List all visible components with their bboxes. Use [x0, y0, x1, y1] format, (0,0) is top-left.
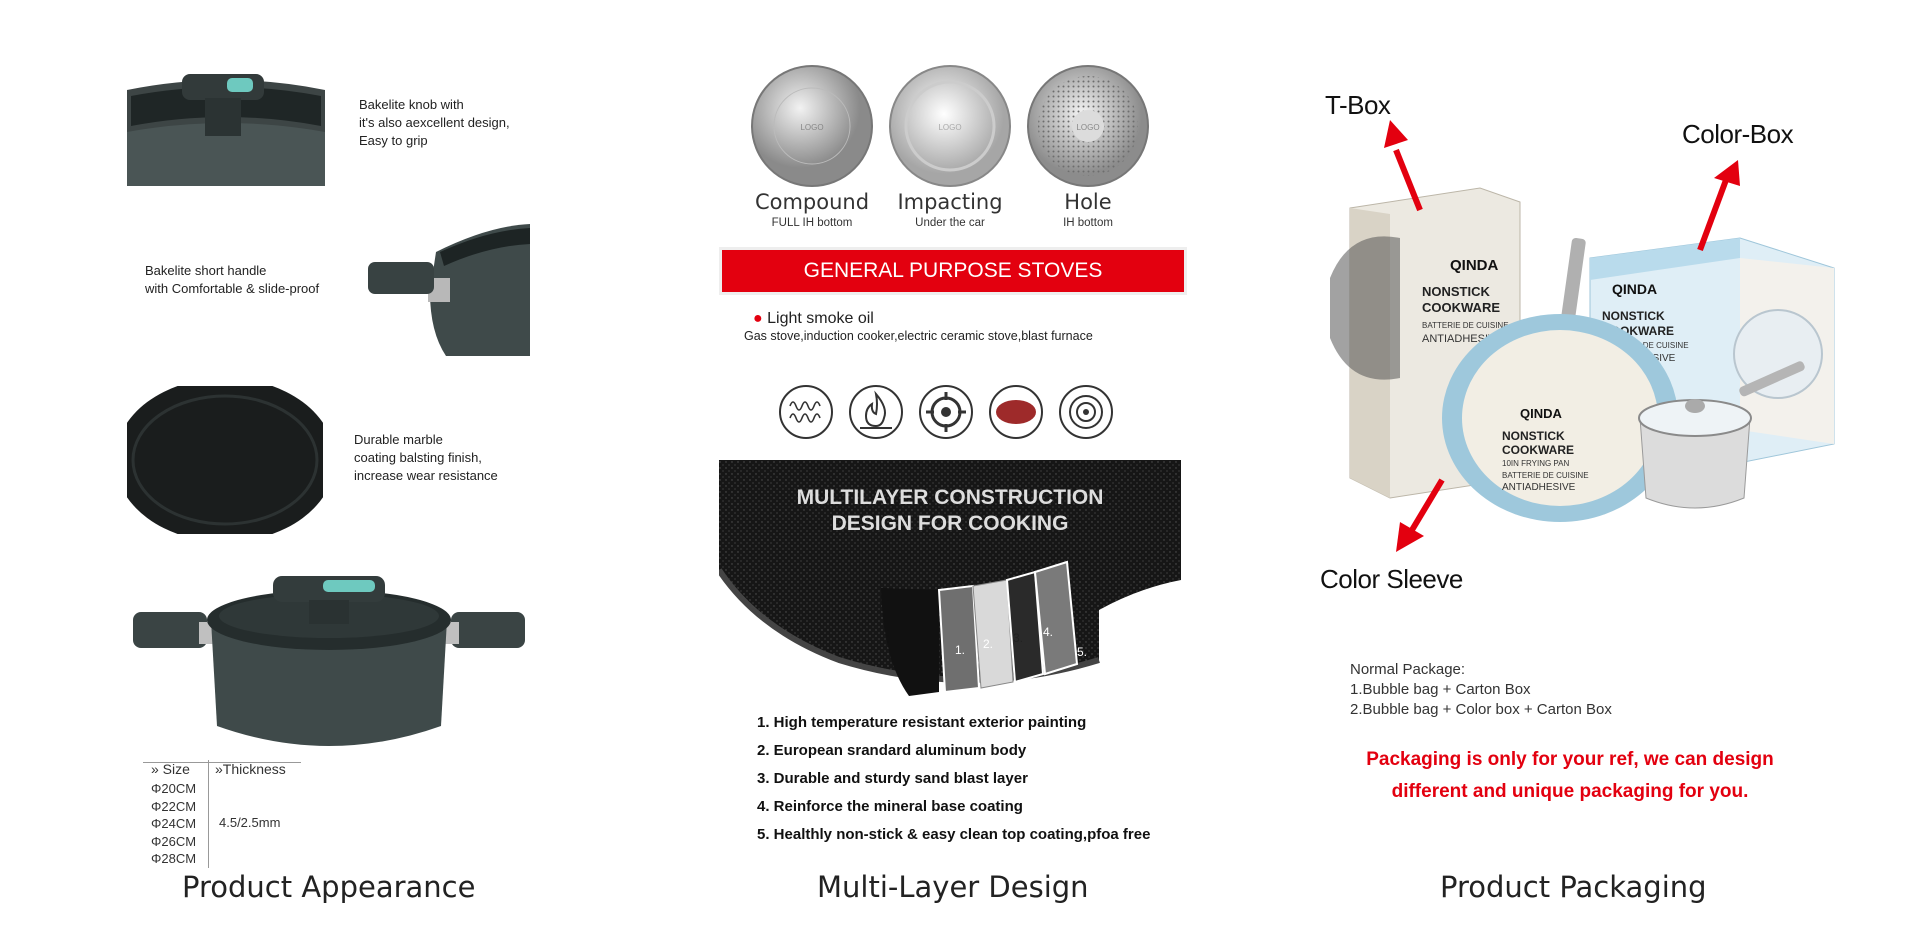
packaging-photo: QINDA NONSTICK COOKWARE BATTERIE DE CUIS… — [1330, 187, 1835, 522]
layer-number: 1. — [955, 643, 965, 657]
thickness-header: »Thickness — [215, 761, 286, 777]
bottom-sub-compound: FULL IH bottom — [771, 217, 853, 229]
thickness-value: 4.5/2.5mm — [219, 815, 281, 830]
layer-item: 1. High temperature resistant exterior p… — [757, 714, 1087, 731]
tbox-label: T-Box — [1325, 90, 1391, 120]
tbox-text: NONSTICK — [1422, 284, 1491, 299]
tbox-brand: QINDA — [1450, 257, 1499, 274]
coating-image — [127, 386, 323, 534]
colorbox-label: Color-Box — [1682, 119, 1794, 149]
notice-line: different and unique packaging for you. — [1391, 781, 1749, 802]
bottom-logo: LOGO — [1076, 123, 1099, 132]
size-value: Φ24CM — [151, 816, 197, 831]
sleeve-label: Color Sleeve — [1320, 564, 1463, 594]
size-value: Φ22CM — [151, 798, 197, 814]
hole-bottom-image: LOGO — [1027, 65, 1149, 187]
radiant-heater-icon — [1059, 385, 1113, 439]
size-value: Φ28CM — [151, 851, 197, 866]
handle-note-line: Bakelite short handle — [145, 263, 267, 278]
layer-item: 2. European srandard aluminum body — [757, 742, 1027, 759]
stoves-list: Gas stove,induction cooker,electric cera… — [744, 329, 1093, 343]
layer-number: 3. — [1013, 631, 1023, 645]
packaging-title: Product Packaging — [1440, 870, 1707, 904]
normal-package-item: 2.Bubble bag + Color box + Carton Box — [1350, 701, 1612, 718]
lid-knob-image — [127, 68, 325, 186]
notice-line: Packaging is only for your ref, we can d… — [1366, 749, 1774, 770]
layer-item: 4. Reinforce the mineral base coating — [757, 798, 1023, 815]
sleeve-text: NONSTICK — [1502, 429, 1565, 443]
bottom-label-impacting: Impacting — [897, 190, 1003, 214]
sleeve-text: 10IN FRYING PAN — [1502, 459, 1570, 468]
layer-item: 3. Durable and sturdy sand blast layer — [757, 770, 1028, 787]
normal-package-title: Normal Package: — [1350, 661, 1466, 678]
bullet-text: Light smoke oil — [767, 310, 874, 327]
package-arrows — [1384, 120, 1740, 552]
knob-note-line: Bakelite knob with — [359, 97, 464, 112]
sleeve-text: COOKWARE — [1502, 443, 1574, 457]
colorbox-arrow-icon — [1697, 160, 1740, 252]
ceramic-plate-icon — [989, 385, 1043, 439]
bottom-label-compound: Compound — [754, 190, 870, 214]
stove-icons-row — [779, 385, 1113, 439]
layer-item: 5. Healthly non-stick & easy clean top c… — [757, 826, 1151, 843]
bottom-sub-impacting: Under the car — [915, 217, 985, 229]
tbox-text: COOKWARE — [1422, 300, 1500, 315]
sleeve-text: BATTERIE DE CUISINE — [1502, 471, 1589, 480]
induction-coil-icon — [779, 385, 833, 439]
size-value: Φ26CM — [151, 833, 197, 849]
layer-number: 2. — [983, 637, 993, 651]
bullet-line: ● Light smoke oil — [753, 310, 874, 328]
casserole-pot-image — [133, 576, 525, 746]
bottom-logo: LOGO — [800, 123, 823, 132]
size-value: Φ20CM — [151, 781, 197, 796]
tbox-text: BATTERIE DE CUISINE — [1422, 321, 1509, 330]
coating-note-line: increase wear resistance — [354, 468, 498, 483]
construction-title-line2: DESIGN FOR COOKING — [832, 512, 1069, 535]
coating-note-line: Durable marble — [354, 432, 443, 447]
size-table: » Size »Thickness Φ20CM Φ22CM Φ24CM Φ26C… — [137, 760, 301, 868]
sleeve-brand: QINDA — [1520, 406, 1563, 421]
colorbox-text: BATTERIE DE CUISINE — [1602, 341, 1689, 350]
compound-bottom-image: LOGO — [751, 65, 873, 187]
multilayer-title: Multi-Layer Design — [817, 870, 1089, 904]
sleeve-arrow-icon — [1396, 478, 1445, 552]
multilayer-construction-image: MULTILAYER CONSTRUCTION DESIGN FOR COOKI… — [719, 460, 1181, 698]
coating-note-line: coating balsting finish, — [354, 450, 482, 465]
layer-number: 4. — [1043, 625, 1053, 639]
handle-note-line: with Comfortable & slide-proof — [145, 281, 320, 296]
colorbox-brand: QINDA — [1612, 281, 1657, 297]
flame-icon — [849, 385, 903, 439]
bullet-dot-icon: ● — [753, 310, 763, 327]
construction-title-line1: MULTILAYER CONSTRUCTION — [797, 486, 1104, 509]
colorbox-text: NONSTICK — [1602, 309, 1665, 323]
bottom-label-hole: Hole — [1064, 190, 1112, 214]
impacting-bottom-image: LOGO — [889, 65, 1011, 187]
tbox-arrow-icon — [1384, 120, 1423, 212]
sleeve-text: ANTIADHESIVE — [1502, 482, 1576, 493]
normal-package-block: Normal Package: 1.Bubble bag + Carton Bo… — [1350, 660, 1612, 720]
gas-burner-icon — [919, 385, 973, 439]
layer-list: 1. High temperature resistant exterior p… — [757, 709, 1150, 849]
packaging-notice: Packaging is only for your ref, we can d… — [1320, 744, 1820, 808]
knob-note-line: it's also aexcellent design, — [359, 115, 510, 130]
layer-number: 5. — [1077, 645, 1087, 659]
normal-package-item: 1.Bubble bag + Carton Box — [1350, 681, 1531, 698]
knob-note-line: Easy to grip — [359, 133, 428, 148]
appearance-title: Product Appearance — [182, 870, 476, 904]
handle-image — [368, 224, 530, 356]
bottom-logo: LOGO — [938, 123, 961, 132]
size-header: » Size — [151, 761, 190, 777]
stoves-banner: GENERAL PURPOSE STOVES — [719, 247, 1187, 295]
bottom-sub-hole: IH bottom — [1063, 217, 1113, 229]
